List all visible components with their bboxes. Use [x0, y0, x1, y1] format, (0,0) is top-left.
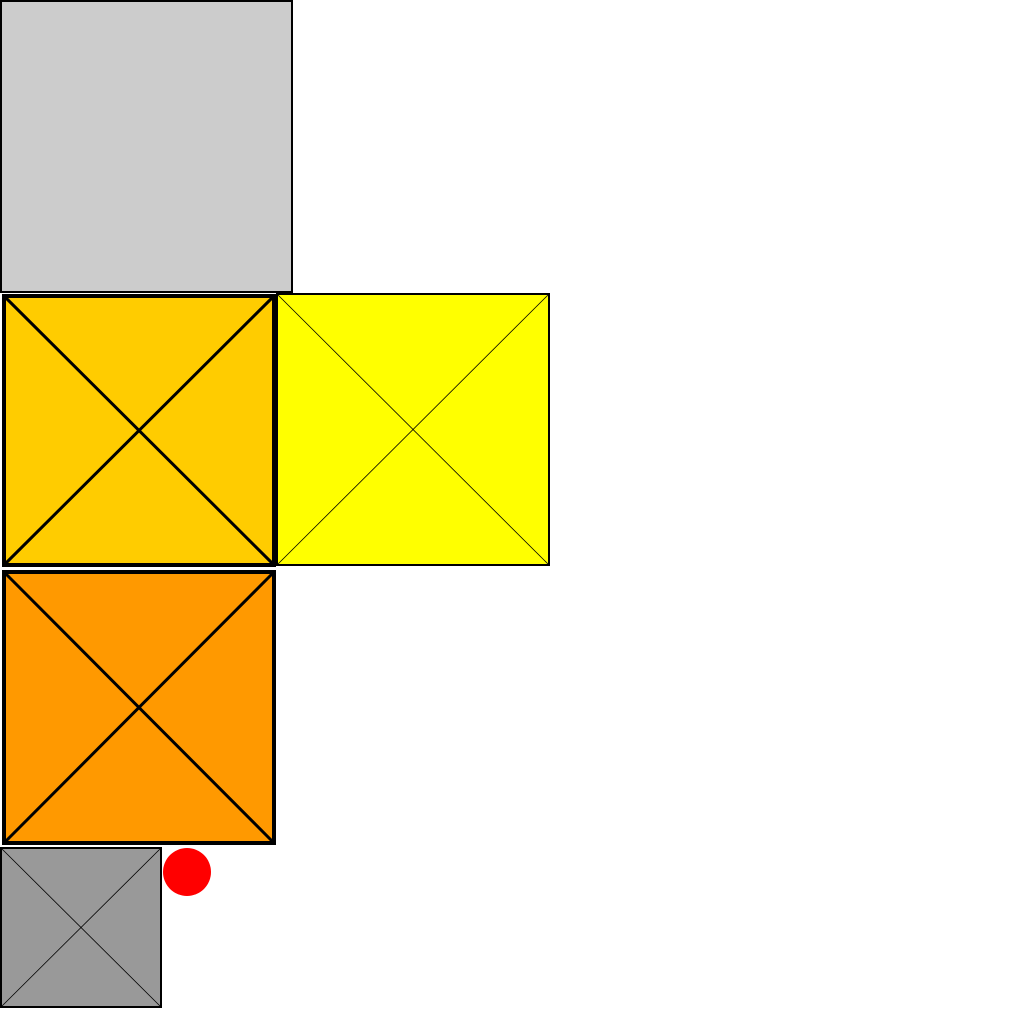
amber-tile-diagonal-b: [2, 294, 276, 567]
yellow-tile[interactable]: [276, 293, 550, 566]
tiles-group: [0, 0, 550, 1008]
yellow-tile-diagonal-b: [276, 293, 550, 566]
red-dot-marker[interactable]: [163, 848, 211, 896]
light-gray-tile[interactable]: [0, 0, 293, 293]
orange-tile[interactable]: [2, 570, 276, 845]
orange-tile-diagonal-b: [2, 570, 276, 845]
mid-gray-tile-diagonal-b: [0, 847, 162, 1008]
light-gray-tile-body: [0, 0, 293, 293]
amber-tile[interactable]: [2, 294, 276, 567]
mid-gray-tile[interactable]: [0, 847, 162, 1008]
